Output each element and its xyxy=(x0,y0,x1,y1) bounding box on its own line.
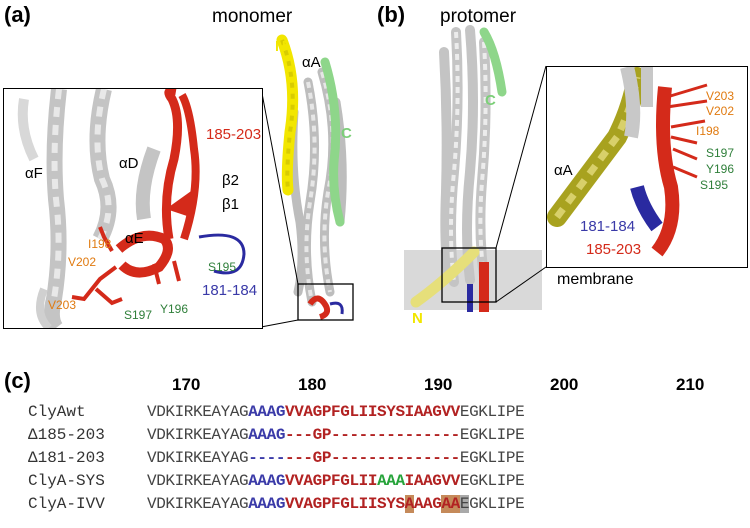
inset-a-res-s197: S197 xyxy=(124,308,153,322)
monomer-blue-loop xyxy=(329,301,344,315)
protomer-inset-drawing xyxy=(547,65,708,257)
protomer-structure xyxy=(410,25,507,312)
inset-a-range-blue: 181-184 xyxy=(202,282,258,299)
sequence-segment-blue: AAAG xyxy=(248,403,286,421)
inset-a-range-red: 185-203 xyxy=(206,126,262,143)
sequence-segment-hl: A xyxy=(404,495,414,513)
alignment-row-name: Δ185-203 xyxy=(28,426,105,444)
ruler-210: 210 xyxy=(676,375,705,394)
sequence-segment-red: IAAGVV xyxy=(404,472,461,490)
inset-b-res-s197: S197 xyxy=(706,146,735,160)
monomer-helix-green xyxy=(320,57,345,227)
inset-a-alpha-d: αD xyxy=(119,155,139,172)
inset-b-range-red: 185-203 xyxy=(586,241,642,258)
alignment-row-name: ClyA-SYS xyxy=(28,472,105,490)
sequence-segment-grey: VDKIRKEAYAG xyxy=(147,472,249,490)
protomer-helix-green xyxy=(479,27,507,97)
inset-a-beta2: β2 xyxy=(222,172,239,189)
inset-a-res-i198: I198 xyxy=(88,237,112,251)
sequence-segment-grey: EGKLIPE xyxy=(459,426,525,444)
sequence-segment-blue: AAAG xyxy=(248,426,286,444)
inset-b-res-i198: I198 xyxy=(696,124,720,138)
sequence-segment-green: AAA xyxy=(377,472,405,490)
alignment-row-sequence: VDKIRKEAYAGAAAG---GP--------------EGKLIP… xyxy=(147,426,525,444)
sequence-segment-grey: VDKIRKEAYAG xyxy=(147,449,249,467)
ruler-200: 200 xyxy=(550,375,579,394)
panel-b-label: (b) xyxy=(377,2,406,27)
inset-b-res-v202: V202 xyxy=(706,104,735,118)
panel-b-connectors xyxy=(495,65,547,303)
monomer-inset xyxy=(3,86,263,333)
panel-b-title: protomer xyxy=(440,6,517,27)
inset-b-res-v203: V203 xyxy=(706,89,735,103)
inset-b-alpha-a: αA xyxy=(554,162,573,179)
sequence-segment-grey: GKLIPE xyxy=(469,495,525,513)
sequence-segment-red: ---GP-------------- xyxy=(285,449,460,467)
protomer-c-label: C xyxy=(485,92,496,109)
alignment-row-sequence: VDKIRKEAYAG-------GP--------------EGKLIP… xyxy=(147,449,525,467)
panel-a-connectors xyxy=(260,87,299,328)
monomer-zoom-box xyxy=(297,283,354,321)
sequence-segment-grey: EGKLIPE xyxy=(459,472,525,490)
protomer-zoom-box xyxy=(441,247,497,303)
alignment-row-sequence: VDKIRKEAYAGAAAGVVAGPFGLIISYSIAAGVVEGKLIP… xyxy=(147,403,525,421)
alignment-row-name: Δ181-203 xyxy=(28,449,105,467)
sequence-segment-blue: ---- xyxy=(248,449,286,467)
inset-b-res-s195: S195 xyxy=(700,178,729,192)
inset-a-alpha-e: αE xyxy=(125,230,144,247)
inset-a-beta1: β1 xyxy=(222,196,239,213)
ruler-170: 170 xyxy=(172,375,201,394)
inset-b-range-blue: 181-184 xyxy=(580,218,636,235)
inset-a-res-v203: V203 xyxy=(48,298,77,312)
sequence-segment-grey: EGKLIPE xyxy=(459,403,525,421)
protomer-n-label: N xyxy=(412,310,423,327)
alignment-row-name: ClyA-IVV xyxy=(28,495,105,513)
sequence-segment-grey: VDKIRKEAYAG xyxy=(147,403,249,421)
panel-a-label: (a) xyxy=(4,2,31,27)
sequence-segment-red: VVAGPFGLIISYSIAAGVV xyxy=(285,403,460,421)
membrane-label: membrane xyxy=(557,271,634,288)
ruler-180: 180 xyxy=(298,375,327,394)
monomer-inset-drawing xyxy=(17,86,246,333)
inset-b-res-y196: Y196 xyxy=(706,162,735,176)
sequence-segment-red: VVAGPFGLII xyxy=(285,472,378,490)
inset-a-res-v202: V202 xyxy=(68,255,97,269)
monomer-red-loop xyxy=(307,295,331,320)
monomer-alpha-a-label: αA xyxy=(302,54,321,71)
sequence-segment-red: VVAGPFGLIISYS xyxy=(285,495,405,513)
monomer-structure xyxy=(276,34,354,321)
sequence-segment-red: ---GP-------------- xyxy=(285,426,460,444)
alignment-row-name: ClyAwt xyxy=(28,403,86,421)
sequence-segment-grey: VDKIRKEAYAG xyxy=(147,426,249,444)
sequence-segment-grey: VDKIRKEAYAG xyxy=(147,495,249,513)
alignment-row-sequence: VDKIRKEAYAGAAAGVVAGPFGLIIAAAIAAGVVEGKLIP… xyxy=(147,472,525,490)
sequence-segment-hl: AA xyxy=(441,495,460,513)
inset-a-alpha-f: αF xyxy=(25,165,43,182)
sequence-segment-blue: AAAG xyxy=(248,472,286,490)
ruler-190: 190 xyxy=(424,375,453,394)
protomer-inset xyxy=(546,65,748,268)
sequence-segment-hl2: E xyxy=(459,495,470,513)
inset-a-res-y196: Y196 xyxy=(160,302,189,316)
sequence-segment-grey: EGKLIPE xyxy=(459,449,525,467)
alignment-row-sequence: VDKIRKEAYAGAAAGVVAGPFGLIISYSAAAGAAEGKLIP… xyxy=(147,495,525,513)
protomer-helix-yellow xyxy=(410,246,480,308)
panel-c-label: (c) xyxy=(4,368,31,393)
inset-a-res-s195: S195 xyxy=(208,260,237,274)
panel-a-title: monomer xyxy=(212,6,293,27)
monomer-c-label: C xyxy=(341,125,352,142)
monomer-n-label: N xyxy=(275,38,286,55)
sequence-segment-blue: AAAG xyxy=(248,495,286,513)
sequence-segment-red: AAG xyxy=(413,495,442,513)
